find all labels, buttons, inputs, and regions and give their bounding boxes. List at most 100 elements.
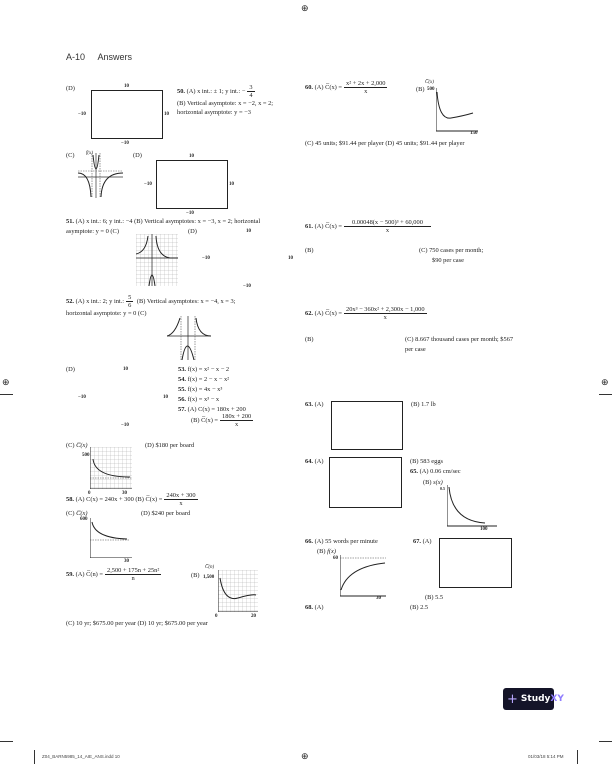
tick-label: 60 — [333, 556, 338, 561]
problem-number: 51. — [66, 218, 74, 225]
answer-62: 62. (A) C̅(x) =20x³ − 360x² + 2,300x − 1… — [305, 306, 429, 321]
problem-number: 59. — [66, 570, 74, 578]
graph-window — [439, 538, 512, 588]
text: f(x) = 4x − x³ — [187, 386, 223, 393]
registration-mark-icon: ⊕ — [2, 377, 10, 387]
tick-label: 1,500 — [203, 575, 215, 580]
tick-label: 500 — [82, 453, 90, 458]
window-label: 10 — [189, 154, 194, 159]
tick-label: 30 — [376, 596, 381, 601]
text: (A) C̅(x) = — [314, 83, 342, 91]
denominator: 4 — [249, 92, 253, 99]
label: (B) — [423, 479, 432, 486]
problem-number: 56. — [178, 396, 186, 403]
label: (A) — [314, 604, 324, 611]
text: horizontal asymptote: y = 0 (C) — [66, 310, 147, 317]
tick-label: 20 — [251, 614, 256, 619]
answer-66: 66. (A) 55 words per minute — [305, 538, 378, 545]
tick-label: 0 — [88, 491, 91, 496]
axis-label: C̅(x) — [425, 80, 434, 85]
crop-mark — [577, 750, 578, 764]
denominator: x — [179, 500, 183, 507]
problem-number: 52. — [66, 297, 74, 305]
label: (B) — [191, 572, 200, 579]
graph-58c — [90, 518, 132, 558]
answer-67: 67. (A) — [413, 538, 431, 545]
window-label: 10 — [124, 84, 129, 89]
window-label: −10 — [121, 141, 129, 146]
answer-51: 51. (A) x int.: 6; y int.: −4 (B) Vertic… — [66, 218, 260, 225]
page-number: A-10 — [66, 52, 86, 62]
denominator: 6 — [128, 302, 132, 309]
axis-label: s(x) — [433, 479, 443, 486]
text: (C) 8.667 thousand cases per month; $567 — [405, 336, 514, 343]
problem-number: 63. — [305, 401, 313, 408]
graph-50c — [78, 153, 124, 198]
label: (B) — [416, 86, 425, 93]
label: (D) — [66, 366, 75, 373]
label: (D) — [66, 85, 75, 92]
label: (A) — [314, 458, 324, 465]
denominator: x — [364, 88, 368, 95]
text: (A) C(x) = 180x + 200 — [187, 406, 246, 413]
problem-number: 64. — [305, 458, 313, 465]
graph-57c — [90, 447, 132, 489]
footer-date: 01/03/18 5:14 PM — [528, 754, 564, 759]
axis-label: C̅(x) — [76, 442, 88, 449]
label: (C) C̅(x) — [66, 510, 88, 517]
window-label: −10 — [144, 182, 152, 187]
text: (B) 2.5 — [410, 604, 429, 611]
text: horizontal asymptote: y = −3 — [177, 109, 251, 116]
answer-57: 57. (A) C(x) = 180x + 200 — [178, 406, 246, 413]
graph-66b — [340, 555, 386, 597]
graph-window — [156, 160, 228, 209]
numerator: x² + 2x + 2,000 — [344, 80, 388, 88]
tick-label: 0 — [215, 614, 218, 619]
text: (D) $240 per board — [141, 510, 191, 517]
plus-icon: + — [507, 691, 518, 707]
window-label: −10 — [78, 112, 86, 117]
label: (C) C̅(x) — [66, 442, 88, 449]
label: (B) — [317, 548, 326, 555]
page-header: A-10 Answers — [66, 52, 132, 62]
label: (A) — [422, 538, 432, 545]
text: (B) C̅(x) = — [191, 416, 219, 424]
answer-65: 65. (A) 0.06 cm/sec — [410, 468, 461, 475]
label: (D) — [133, 152, 142, 159]
brand-text: Study — [520, 694, 551, 704]
window-label: 10 — [163, 395, 168, 400]
label: (A) — [314, 401, 324, 408]
registration-mark-icon: ⊕ — [601, 377, 609, 387]
tick-label: 30 — [124, 559, 129, 564]
problem-number: 55. — [178, 386, 186, 393]
crop-mark — [34, 750, 35, 764]
crop-mark — [0, 394, 13, 395]
registration-mark-icon: ⊕ — [301, 3, 309, 13]
text: (A) 0.06 cm/sec — [419, 468, 461, 475]
text: (A) x int.: 2; y int.: — [75, 297, 125, 305]
crop-mark — [599, 394, 612, 395]
text: (A) C̅(n) = — [75, 570, 103, 578]
denominator: x — [383, 314, 387, 321]
text: (A) C(x) = 240x + 300 (B) C̅(x) = — [75, 495, 163, 503]
graph-51c — [136, 234, 178, 286]
text: (A) x int.: 6; y int.: −4 (B) Vertical a… — [75, 218, 261, 225]
answer-56: 56. f(x) = x³ − x — [178, 396, 219, 403]
window-label: 10 — [229, 182, 234, 187]
numerator: 240x + 300 — [164, 492, 198, 500]
answer-54: 54. f(x) = 2 − x − x² — [178, 376, 229, 383]
graph-window — [91, 90, 163, 139]
text: (A) C̅(x) = — [314, 309, 342, 317]
text: (C) 750 cases per month; — [419, 247, 484, 254]
label: (D) — [188, 228, 197, 235]
problem-number: 67. — [413, 538, 421, 545]
label: (B) s(x) — [423, 479, 443, 486]
graph-window — [329, 457, 402, 508]
problem-number: 61. — [305, 222, 313, 230]
text: f(x) = x² − x − 2 — [187, 366, 230, 373]
denominator: x — [235, 421, 239, 428]
